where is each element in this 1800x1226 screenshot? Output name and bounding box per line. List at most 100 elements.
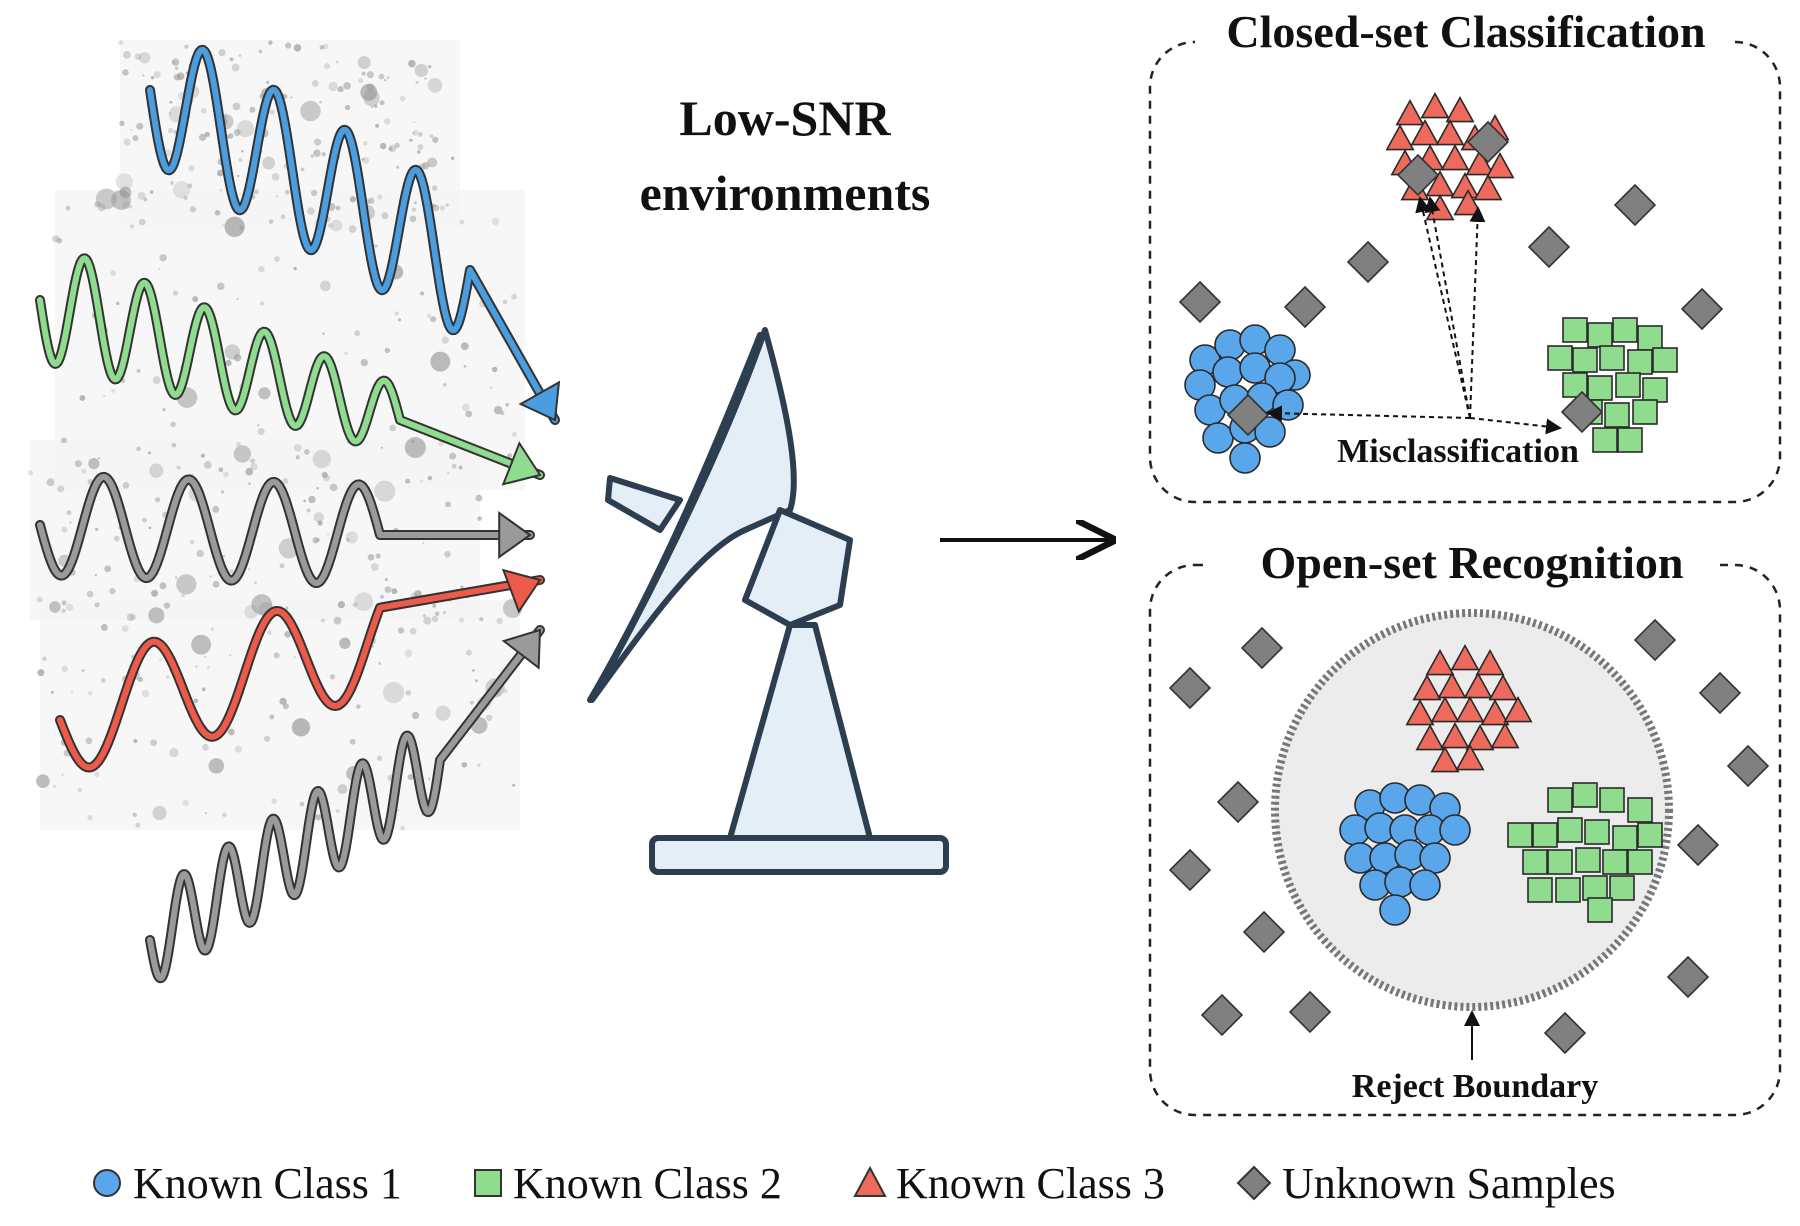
noise-dot	[123, 138, 131, 146]
unknown-sample-marker	[1216, 780, 1260, 824]
noise-dot	[61, 608, 66, 614]
known-class2-marker	[1599, 787, 1625, 813]
signal-waves	[35, 44, 561, 984]
known-class1-marker	[1229, 442, 1261, 474]
signal-arrowhead	[518, 380, 561, 422]
signal-wave	[57, 577, 543, 771]
noise-dot	[100, 678, 106, 683]
legend-diamond-icon	[1236, 1165, 1272, 1201]
noise-dot	[137, 676, 143, 683]
noise-dot	[431, 185, 438, 191]
unknown-sample-marker	[1242, 910, 1286, 954]
noise-dot	[264, 735, 271, 742]
noise-dot	[271, 798, 277, 804]
noise-dot	[204, 812, 208, 815]
noise-dot	[236, 297, 239, 301]
noise-dot	[384, 78, 387, 82]
noise-dot	[274, 256, 280, 263]
noise-dot	[505, 402, 510, 407]
noise-dot	[176, 465, 181, 470]
noise-dot	[148, 526, 152, 530]
closed-set-title: Closed-set Classification	[1226, 6, 1705, 57]
noise-dot	[249, 458, 256, 464]
noise-dot	[511, 293, 518, 300]
noise-dot	[245, 467, 254, 476]
noise-dot	[429, 134, 434, 139]
noise-dot	[36, 596, 43, 603]
noise-dot	[52, 235, 60, 243]
noise-dot	[327, 223, 333, 229]
noise-dot	[423, 616, 432, 625]
noise-dot	[103, 394, 106, 398]
unknown-sample-marker	[1168, 848, 1212, 892]
known-class2-marker	[1587, 897, 1613, 923]
noise-dot	[135, 822, 141, 828]
noise-dot	[409, 627, 417, 635]
closed-set-panel: Closed-set Classification Misclassificat…	[1148, 6, 1782, 504]
noise-dot	[388, 144, 397, 153]
noise-dot	[220, 490, 225, 494]
noise-dot	[200, 107, 207, 114]
noise-dot	[416, 150, 421, 154]
noise-dot	[152, 805, 167, 821]
noise-dot	[170, 181, 174, 185]
noise-dot	[308, 495, 316, 504]
noise-dot	[465, 410, 473, 418]
noise-dot	[333, 616, 342, 625]
noise-dot	[388, 146, 393, 151]
unknown-sample-marker	[1560, 390, 1604, 434]
env-title-line1: Low-SNR	[679, 90, 891, 146]
misclassification-label: Misclassification	[1337, 433, 1579, 470]
noise-dot	[412, 129, 419, 136]
noise-dot	[49, 601, 61, 613]
noise-dot	[208, 758, 225, 774]
noise-dot	[65, 205, 71, 211]
known-class3-marker	[1425, 193, 1455, 221]
known-class3-marker	[1475, 648, 1505, 676]
noise-dot	[360, 83, 378, 101]
noise-dot	[254, 581, 257, 584]
known-class3-marker	[1420, 91, 1450, 119]
noise-dot	[115, 173, 133, 191]
noise-dot	[280, 214, 286, 220]
known-class2-marker	[1575, 847, 1601, 873]
noise-dot	[409, 138, 413, 142]
closed-set-points	[1178, 91, 1724, 474]
unknown-sample-marker	[1633, 618, 1677, 662]
noise-dot	[435, 705, 451, 721]
noise-dot	[432, 603, 437, 608]
known-class3-marker	[1450, 171, 1480, 199]
known-class2-marker	[1612, 825, 1638, 851]
noise-dot	[77, 787, 83, 793]
noise-dot	[413, 121, 416, 124]
noise-dot	[327, 533, 330, 536]
noise-dot	[258, 49, 263, 54]
known-class2-marker	[1547, 849, 1573, 875]
noise-dot	[88, 690, 93, 696]
noise-dot	[201, 687, 206, 692]
noise-dot	[427, 475, 433, 481]
noise-dot	[349, 196, 357, 203]
noise-dot	[447, 472, 450, 475]
noise-dot	[222, 554, 226, 558]
noise-dot	[214, 210, 221, 216]
noise-dot	[69, 521, 72, 524]
noise-dot	[469, 700, 474, 705]
noise-dot	[284, 630, 292, 638]
noise-dot	[159, 658, 163, 662]
noise-dot	[460, 585, 464, 589]
noise-dot	[152, 376, 161, 385]
noise-dot	[50, 690, 54, 694]
noise-dot	[422, 541, 425, 545]
noise-dot	[134, 53, 142, 60]
known-class3-marker	[1440, 143, 1470, 171]
known-class3-marker	[1440, 721, 1470, 749]
noise-dot	[322, 43, 329, 50]
noise-dot	[405, 478, 411, 484]
noise-dot	[303, 499, 307, 503]
signal-wave	[147, 627, 543, 982]
noise-dot	[323, 474, 331, 482]
known-class2-marker	[1582, 875, 1608, 901]
noise-dot	[472, 669, 475, 672]
